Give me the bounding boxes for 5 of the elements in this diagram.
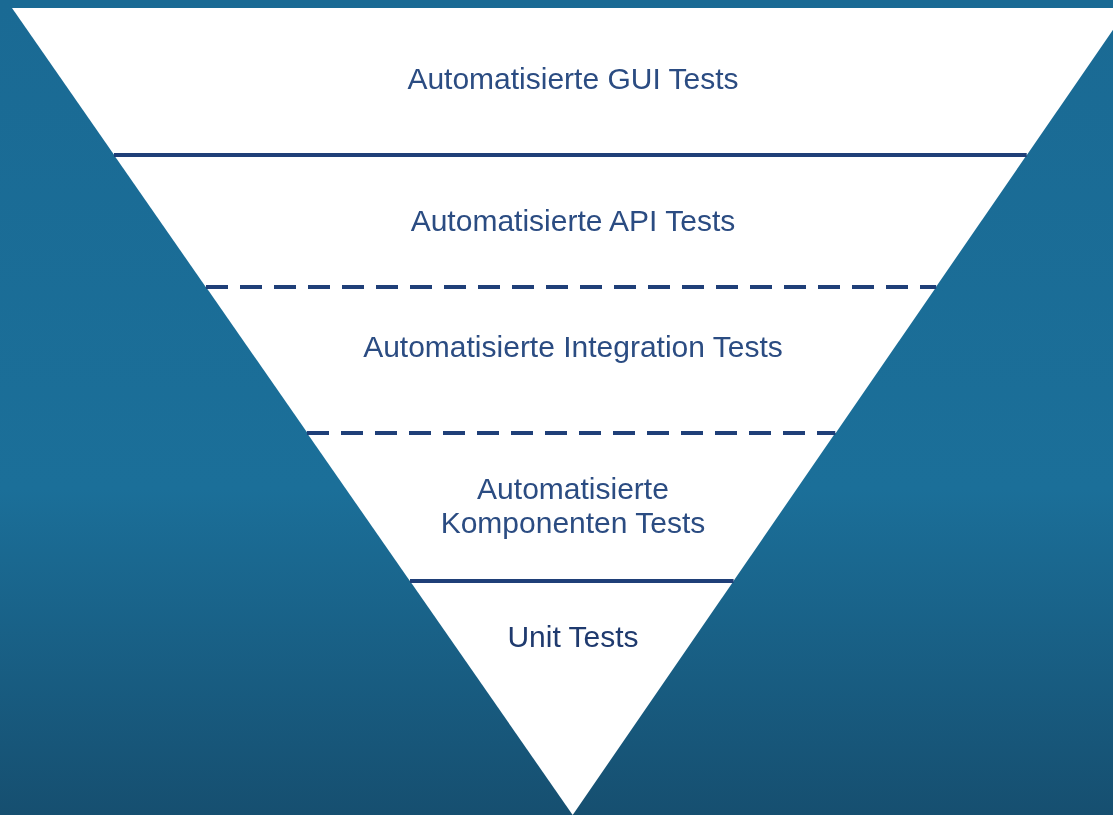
level-label: Automatisierte GUI Tests [406, 62, 740, 96]
level-label: Automatisierte Integration Tests [363, 330, 783, 364]
level-label: Automatisierte Komponenten Tests [439, 472, 707, 540]
level-label: Unit Tests [506, 620, 640, 654]
level-label: Automatisierte API Tests [409, 204, 737, 238]
